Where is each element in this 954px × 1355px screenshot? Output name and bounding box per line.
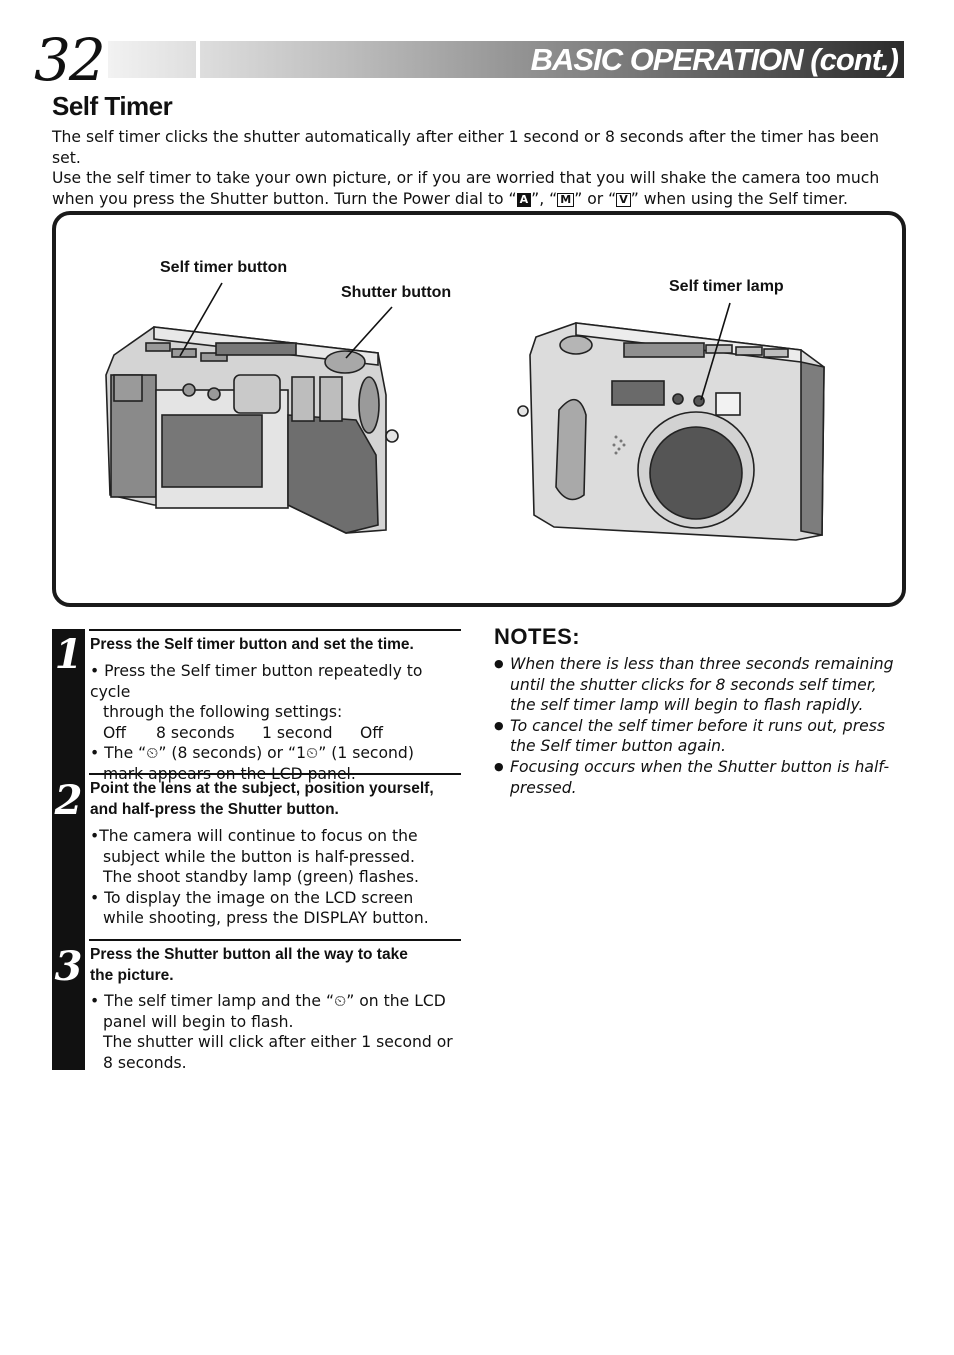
step-bullet: • Press the Self timer button repeatedly…: [90, 662, 423, 701]
header-bar-gap: [196, 41, 200, 78]
mode-a-icon: A: [516, 192, 532, 207]
step-divider: [89, 773, 461, 775]
setting-item: Off: [103, 723, 127, 742]
step-bullet-cont: while shooting, press the DISPLAY button…: [103, 909, 429, 928]
mode-v-icon: V: [616, 192, 631, 207]
setting-item: 8 seconds: [156, 723, 235, 742]
note-item: To cancel the self timer before it runs …: [494, 716, 906, 757]
intro-line: when you press the Shutter button. Turn …: [52, 189, 848, 208]
step-heading: Press the Shutter button all the way to …: [90, 946, 408, 984]
label-self-timer-lamp: Self timer lamp: [669, 278, 784, 295]
intro-line: Use the self timer to take your own pict…: [52, 169, 880, 188]
step-bullet: • The “⏲” (8 seconds) or “1⏲” (1 second): [90, 744, 414, 763]
intro-text: The self timer clicks the shutter automa…: [52, 127, 912, 209]
note-item: When there is less than three seconds re…: [494, 654, 906, 716]
step-body: • The self timer lamp and the “⏲” on the…: [90, 991, 462, 1073]
camera-illustrations: [105, 282, 825, 541]
notes-list: When there is less than three seconds re…: [494, 654, 906, 798]
step-bullet-cont: 8 seconds.: [103, 1053, 187, 1072]
step-body: • Press the Self timer button repeatedly…: [90, 661, 462, 785]
step-number: 3: [54, 943, 83, 990]
step-divider: [89, 939, 461, 941]
header-title: BASIC OPERATION (cont.): [530, 42, 899, 77]
setting-item: Off: [360, 723, 384, 742]
step-bullet: •The camera will continue to focus on th…: [90, 827, 418, 845]
header-bar: BASIC OPERATION (cont.): [108, 41, 904, 78]
timer-settings-cycle: Off 8 seconds 1 second Off: [90, 723, 462, 744]
notes-section: NOTES: When there is less than three sec…: [494, 624, 906, 798]
step-divider: [89, 629, 461, 631]
step-number: 2: [54, 777, 83, 824]
step-bullet-cont: panel will begin to flash.: [103, 1012, 294, 1031]
page-number: 32: [34, 26, 106, 94]
step-bullet-cont: The shoot standby lamp (green) flashes.: [103, 868, 419, 887]
step-bullet: • To display the image on the LCD screen: [90, 888, 414, 907]
section-title: Self Timer: [52, 91, 173, 121]
step-number: 1: [54, 631, 83, 678]
step-bullet-cont: through the following settings:: [103, 703, 343, 722]
step-heading: Point the lens at the subject, position …: [90, 780, 434, 818]
camera-back-view: [105, 326, 399, 534]
label-self-timer-button: Self timer button: [160, 259, 288, 276]
note-item: Focusing occurs when the Shutter button …: [494, 757, 906, 798]
setting-item: 1 second: [262, 723, 333, 742]
step-bullet: • The self timer lamp and the “⏲” on the…: [90, 992, 446, 1010]
intro-line: The self timer clicks the shutter automa…: [52, 128, 880, 167]
step-bullet-cont: subject while the button is half-pressed…: [103, 847, 415, 866]
callout-lines: [179, 282, 731, 401]
step-body: •The camera will continue to focus on th…: [90, 826, 462, 929]
steps-sidebar: [52, 629, 85, 1070]
camera-illustration-panel: Self timer button Shutter button Self ti…: [52, 211, 906, 607]
notes-title: NOTES:: [494, 624, 581, 649]
step-heading: Press the Self timer button and set the …: [90, 636, 414, 653]
camera-front-view: [517, 322, 825, 541]
step-bullet-cont: The shutter will click after either 1 se…: [103, 1033, 453, 1052]
label-shutter-button: Shutter button: [341, 284, 452, 301]
mode-m-icon: M: [557, 192, 575, 207]
